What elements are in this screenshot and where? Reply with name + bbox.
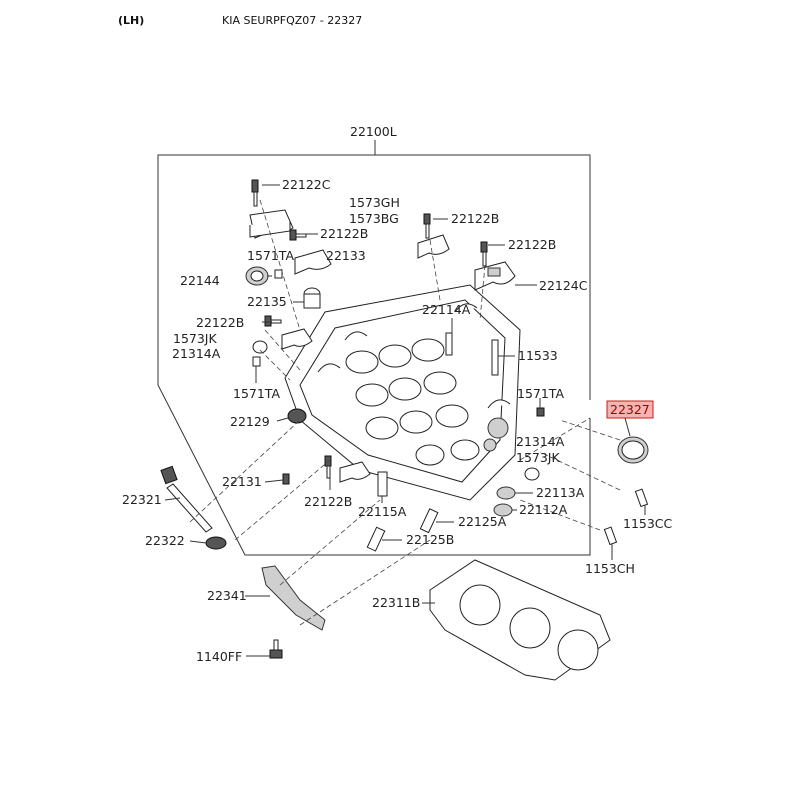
label-22131[interactable]: 22131 [222, 474, 262, 489]
label-1571TA-top[interactable]: 1571TA [247, 248, 294, 263]
bolts [251, 179, 488, 485]
label-1573JK-left[interactable]: 1573JK [173, 331, 217, 346]
cam-journals [317, 303, 511, 452]
label-1153CH[interactable]: 1153CH [585, 561, 635, 576]
label-1573BG[interactable]: 1573BG [349, 211, 399, 226]
label-21314A-left[interactable]: 21314A [172, 346, 221, 361]
expansion-plug-22327 [617, 436, 649, 464]
label-22144[interactable]: 22144 [180, 273, 220, 288]
label-22125A[interactable]: 22125A [458, 514, 507, 529]
label-1571TA-left[interactable]: 1571TA [233, 386, 280, 401]
washer-22322 [205, 536, 227, 550]
bearing-cap-mid-left [294, 249, 332, 275]
bearing-cap-right [474, 261, 516, 291]
header-title: KIA SEURPFQZ07 - 22327 [222, 14, 362, 27]
label-1571TA-right[interactable]: 1571TA [517, 386, 564, 401]
label-11533[interactable]: 11533 [518, 348, 558, 363]
label-22322[interactable]: 22322 [145, 533, 185, 548]
label-22114A[interactable]: 22114A [422, 302, 471, 317]
alignment-lines [189, 199, 621, 626]
label-22124C[interactable]: 22124C [539, 278, 588, 293]
part-labels: 22100L 22122C 1573GH 1573BG 22122B 22122… [122, 124, 673, 664]
label-1573JK-right[interactable]: 1573JK [516, 450, 560, 465]
valve-openings [345, 338, 480, 466]
label-22321[interactable]: 22321 [122, 492, 162, 507]
head-gasket-22311B [429, 559, 611, 681]
stud-11533 [491, 339, 499, 376]
label-22341[interactable]: 22341 [207, 588, 247, 603]
label-22135[interactable]: 22135 [247, 294, 287, 309]
header-side: (LH) [118, 14, 144, 27]
label-22122B-far-right[interactable]: 22122B [508, 237, 556, 252]
dowel-22135 [303, 287, 321, 309]
label-22122C[interactable]: 22122C [282, 177, 331, 192]
label-22327[interactable]: 22327 [610, 402, 650, 417]
seal-22113A [496, 486, 516, 500]
label-21314A-right[interactable]: 21314A [516, 434, 565, 449]
guide-22125B [366, 526, 386, 552]
label-1153CC[interactable]: 1153CC [623, 516, 673, 531]
plug-21314A [252, 340, 268, 354]
label-22115A[interactable]: 22115A [358, 504, 407, 519]
label-22122B-right-top[interactable]: 22122B [451, 211, 499, 226]
highlighted-part-22327[interactable]: 22327 [606, 400, 654, 419]
leader-lines [164, 140, 646, 657]
stud-22114A [445, 332, 453, 356]
label-22122B-left[interactable]: 22122B [320, 226, 368, 241]
label-22100L[interactable]: 22100L [350, 124, 397, 139]
guide-22125A [419, 508, 439, 534]
bolt-1140FF [269, 639, 283, 659]
bearing-cap-center [417, 234, 450, 259]
label-22122B-mid[interactable]: 22122B [196, 315, 244, 330]
label-22122B-bottom[interactable]: 22122B [304, 494, 352, 509]
sensor-1573JK [524, 467, 540, 481]
bearing-cap-bottom [339, 461, 371, 483]
oil-seal-22144 [245, 266, 269, 286]
cap-22129 [287, 408, 307, 424]
label-22129[interactable]: 22129 [230, 414, 270, 429]
label-22311B[interactable]: 22311B [372, 595, 420, 610]
bearing-cap-lower-left [281, 328, 313, 350]
bracket-22341 [261, 565, 326, 631]
label-22133[interactable]: 22133 [326, 248, 366, 263]
label-22125B[interactable]: 22125B [406, 532, 454, 547]
dowel-pin-1153CC [634, 488, 649, 508]
guide-22115A [377, 471, 388, 497]
label-22112A[interactable]: 22112A [519, 502, 568, 517]
label-1140FF[interactable]: 1140FF [196, 649, 242, 664]
cylinder-head-body [284, 284, 521, 501]
label-22113A[interactable]: 22113A [536, 485, 585, 500]
bearing-cap-upper-left [249, 209, 294, 239]
dowel-pin-1153CH [603, 526, 618, 546]
label-1573GH[interactable]: 1573GH [349, 195, 400, 210]
